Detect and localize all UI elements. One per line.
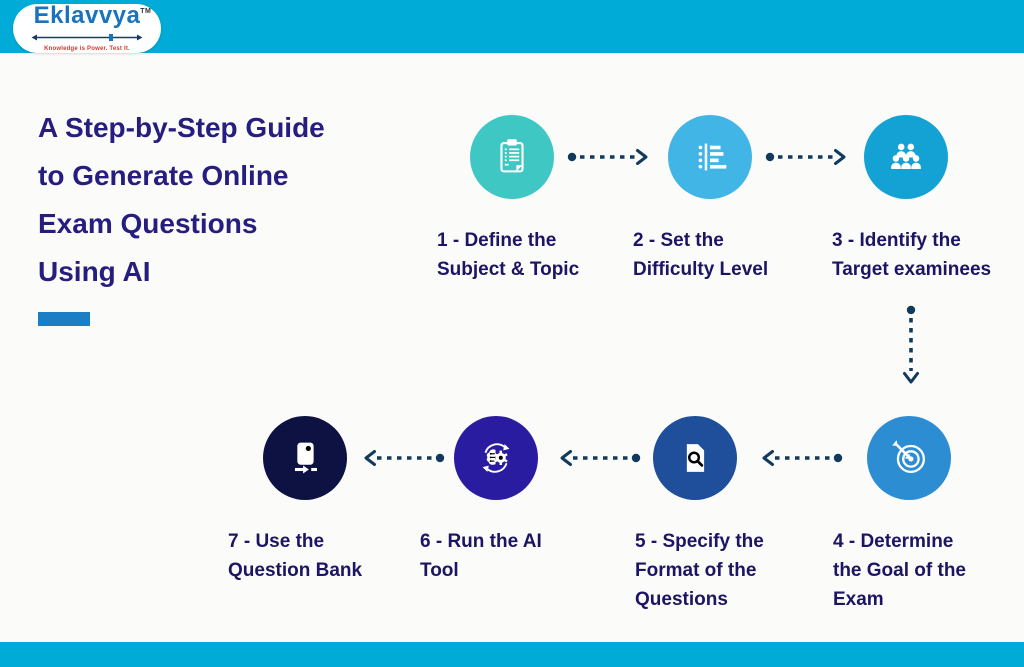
step-1-circle bbox=[470, 115, 554, 199]
step-5-label-line-2: Format of the bbox=[635, 560, 757, 581]
arrow-step1-to-step2-icon bbox=[566, 148, 654, 166]
title-line-1: A Step-by-Step Guide bbox=[38, 112, 325, 143]
step-6-label-line-2: Tool bbox=[420, 560, 459, 581]
people-group-icon bbox=[891, 143, 921, 169]
step-3-circle bbox=[864, 115, 948, 199]
logo-tagline: Knowledge is Power. Test It. bbox=[44, 46, 130, 52]
arrow-step6-to-step7-icon bbox=[358, 449, 446, 467]
title-line-3: Exam Questions bbox=[38, 208, 258, 239]
footer-bar bbox=[0, 642, 1024, 667]
step-5-label: 5 - Specify the Format of the Questions bbox=[635, 527, 764, 614]
step-2-label-line-2: Difficulty Level bbox=[633, 259, 769, 280]
step-4-label-line-1: 4 - Determine bbox=[833, 531, 954, 552]
step-2-label: 2 - Set the Difficulty Level bbox=[633, 226, 768, 284]
step-3-label: 3 - Identify the Target examinees bbox=[832, 226, 991, 284]
arrow-step3-to-step4-icon bbox=[902, 304, 920, 390]
document-search-icon bbox=[686, 444, 705, 472]
step-1-label: 1 - Define the Subject & Topic bbox=[437, 226, 579, 284]
step-5-label-line-3: Questions bbox=[635, 589, 728, 610]
step-6-circle bbox=[454, 416, 538, 500]
arrow-step4-to-step5-icon bbox=[756, 449, 844, 467]
question-bank-icon bbox=[294, 442, 317, 474]
ai-brain-gear-icon bbox=[482, 443, 510, 473]
difficulty-list-icon bbox=[698, 143, 727, 171]
clipboard-checklist-icon bbox=[500, 139, 524, 173]
logo-double-arrow-icon bbox=[31, 28, 143, 46]
step-6-label: 6 - Run the AI Tool bbox=[420, 527, 542, 585]
page-title: A Step-by-Step Guide to Generate Online … bbox=[38, 104, 438, 296]
step-3-label-line-2: Target examinees bbox=[832, 259, 992, 280]
step-7-circle bbox=[263, 416, 347, 500]
step-3-label-line-1: 3 - Identify the bbox=[832, 230, 961, 251]
target-goal-icon bbox=[892, 440, 926, 474]
step-7-label: 7 - Use the Question Bank bbox=[228, 527, 362, 585]
step-4-label-line-3: Exam bbox=[833, 589, 884, 610]
step-2-circle bbox=[668, 115, 752, 199]
step-4-label-line-2: the Goal of the bbox=[833, 560, 966, 581]
step-5-label-line-1: 5 - Specify the bbox=[635, 531, 764, 552]
title-underline bbox=[38, 312, 90, 326]
step-7-label-line-2: Question Bank bbox=[228, 560, 363, 581]
title-line-2: to Generate Online bbox=[38, 160, 289, 191]
step-4-label: 4 - Determine the Goal of the Exam bbox=[833, 527, 966, 614]
step-1-label-line-2: Subject & Topic bbox=[437, 259, 580, 280]
step-6-label-line-1: 6 - Run the AI bbox=[420, 531, 542, 552]
header-bar bbox=[0, 0, 1024, 53]
title-line-4: Using AI bbox=[38, 256, 151, 287]
step-7-label-line-1: 7 - Use the bbox=[228, 531, 325, 552]
step-2-label-line-1: 2 - Set the bbox=[633, 230, 724, 251]
step-4-circle bbox=[867, 416, 951, 500]
step-1-label-line-1: 1 - Define the bbox=[437, 230, 557, 251]
arrow-step2-to-step3-icon bbox=[764, 148, 852, 166]
arrow-step5-to-step6-icon bbox=[554, 449, 642, 467]
step-5-circle bbox=[653, 416, 737, 500]
logo-brand: Eklavvya bbox=[33, 2, 141, 29]
logo-tm-mark: TM bbox=[140, 8, 152, 15]
